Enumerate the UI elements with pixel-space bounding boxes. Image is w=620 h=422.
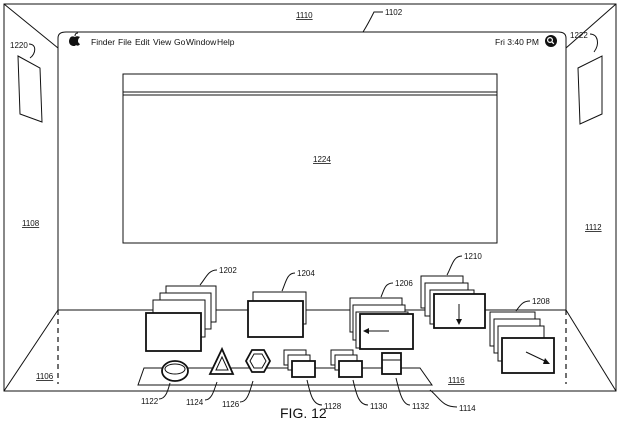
ref-1222: 1222: [570, 31, 588, 40]
dock-item-triangle[interactable]: [208, 346, 235, 375]
menubar-clock: Fri 3:40 PM: [495, 37, 539, 47]
ref-1124: 1124: [186, 398, 204, 407]
reference-labels: 1110 1102 1220 1222 1224 1108 1112 1106 …: [10, 8, 602, 413]
right-wall-panel[interactable]: [577, 55, 603, 125]
ref-1220: 1220: [10, 41, 28, 50]
window-stack-1210[interactable]: [420, 275, 486, 329]
ref-1110: 1110: [296, 11, 313, 20]
figure-caption: FIG. 12: [280, 405, 327, 421]
window-stack-1202[interactable]: [145, 285, 217, 352]
menu-item-view[interactable]: View: [153, 37, 172, 47]
ref-1116: 1116: [448, 376, 465, 385]
ref-1208: 1208: [532, 297, 550, 306]
window-stack-1204[interactable]: [247, 291, 307, 338]
window-stack-1206[interactable]: [349, 297, 414, 350]
menu-bar: Finder File Edit View Go Window Help Fri…: [69, 32, 557, 47]
dock-item-circle[interactable]: [161, 360, 189, 382]
ref-1206: 1206: [395, 279, 413, 288]
ref-1204: 1204: [297, 269, 315, 278]
ref-1122: 1122: [141, 397, 159, 406]
menu-item-edit[interactable]: Edit: [135, 37, 150, 47]
apple-logo-icon[interactable]: [69, 32, 80, 46]
ref-1114: 1114: [459, 404, 476, 413]
ref-1102: 1102: [385, 8, 403, 17]
left-wall-panel[interactable]: [17, 55, 43, 123]
magnifier-icon[interactable]: [545, 35, 557, 47]
ref-1202: 1202: [219, 266, 237, 275]
ref-1132: 1132: [412, 402, 430, 411]
menu-item-file[interactable]: File: [118, 37, 132, 47]
menu-item-finder[interactable]: Finder: [91, 37, 115, 47]
dock-item-window-stack-b[interactable]: [330, 349, 363, 378]
ref-1126: 1126: [222, 400, 240, 409]
ref-1130: 1130: [370, 402, 388, 411]
ref-1108: 1108: [22, 219, 40, 228]
dock: [137, 367, 433, 386]
menu-item-help[interactable]: Help: [217, 37, 235, 47]
menu-item-window[interactable]: Window: [186, 37, 217, 47]
ref-1128: 1128: [324, 402, 342, 411]
dock-item-square[interactable]: [381, 352, 402, 375]
virtual-desktop: [57, 31, 567, 48]
main-window[interactable]: [122, 73, 498, 244]
menu-item-go[interactable]: Go: [174, 37, 186, 47]
ref-1224: 1224: [313, 155, 331, 164]
ref-1106: 1106: [36, 372, 54, 381]
window-stack-1208[interactable]: [489, 311, 555, 374]
dock-item-hexagon[interactable]: [244, 349, 272, 373]
ref-1112: 1112: [585, 223, 602, 232]
ref-1210: 1210: [464, 252, 482, 261]
dock-item-window-stack-a[interactable]: [283, 349, 316, 378]
